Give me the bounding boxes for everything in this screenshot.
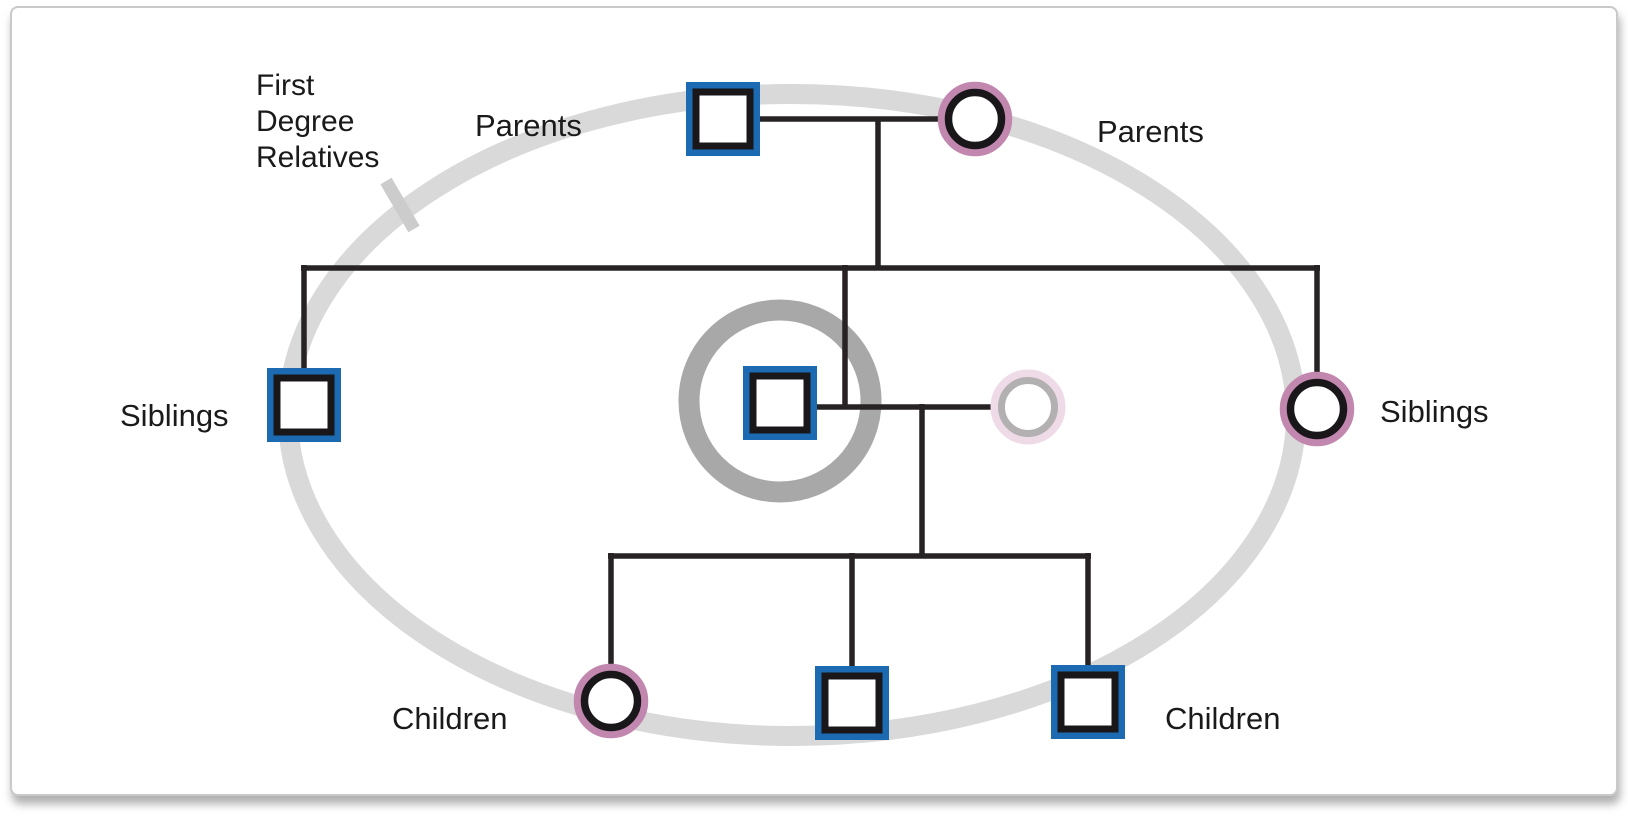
male-square-inner — [1057, 671, 1119, 733]
callout-tick-line — [380, 177, 420, 233]
children-right-label: Children — [1165, 701, 1280, 736]
female-circle-inner — [1286, 378, 1348, 440]
sister-symbol — [1279, 371, 1355, 447]
callout-line-3: Relatives — [256, 141, 379, 174]
son-1-symbol — [815, 666, 889, 740]
siblings-left-label: Siblings — [120, 398, 229, 433]
connector-lines — [301, 116, 1320, 670]
male-square-inner — [692, 88, 754, 150]
female-circle-inner — [580, 670, 642, 732]
brother-symbol — [267, 368, 341, 442]
callout-line-1: First — [256, 69, 315, 102]
children-left-label: Children — [392, 701, 507, 736]
spouse-symbol — [990, 369, 1066, 445]
proband-symbol — [743, 366, 817, 440]
callout-label: First Degree Relatives — [256, 69, 379, 174]
callout-line-2: Degree — [256, 105, 354, 138]
male-square-inner — [821, 672, 883, 734]
male-square-inner — [273, 374, 335, 436]
son-2-symbol — [1051, 665, 1125, 739]
mother-symbol — [937, 81, 1013, 157]
proband-ring-icon — [678, 299, 882, 503]
father-symbol — [686, 82, 760, 156]
male-square-inner — [749, 372, 811, 434]
parents-left-label: Parents — [475, 108, 582, 143]
siblings-right-label: Siblings — [1380, 394, 1489, 429]
faded-female-circle-inner — [998, 377, 1058, 437]
parents-right-label: Parents — [1097, 114, 1204, 149]
female-circle-inner — [944, 88, 1006, 150]
daughter-symbol — [573, 663, 649, 739]
